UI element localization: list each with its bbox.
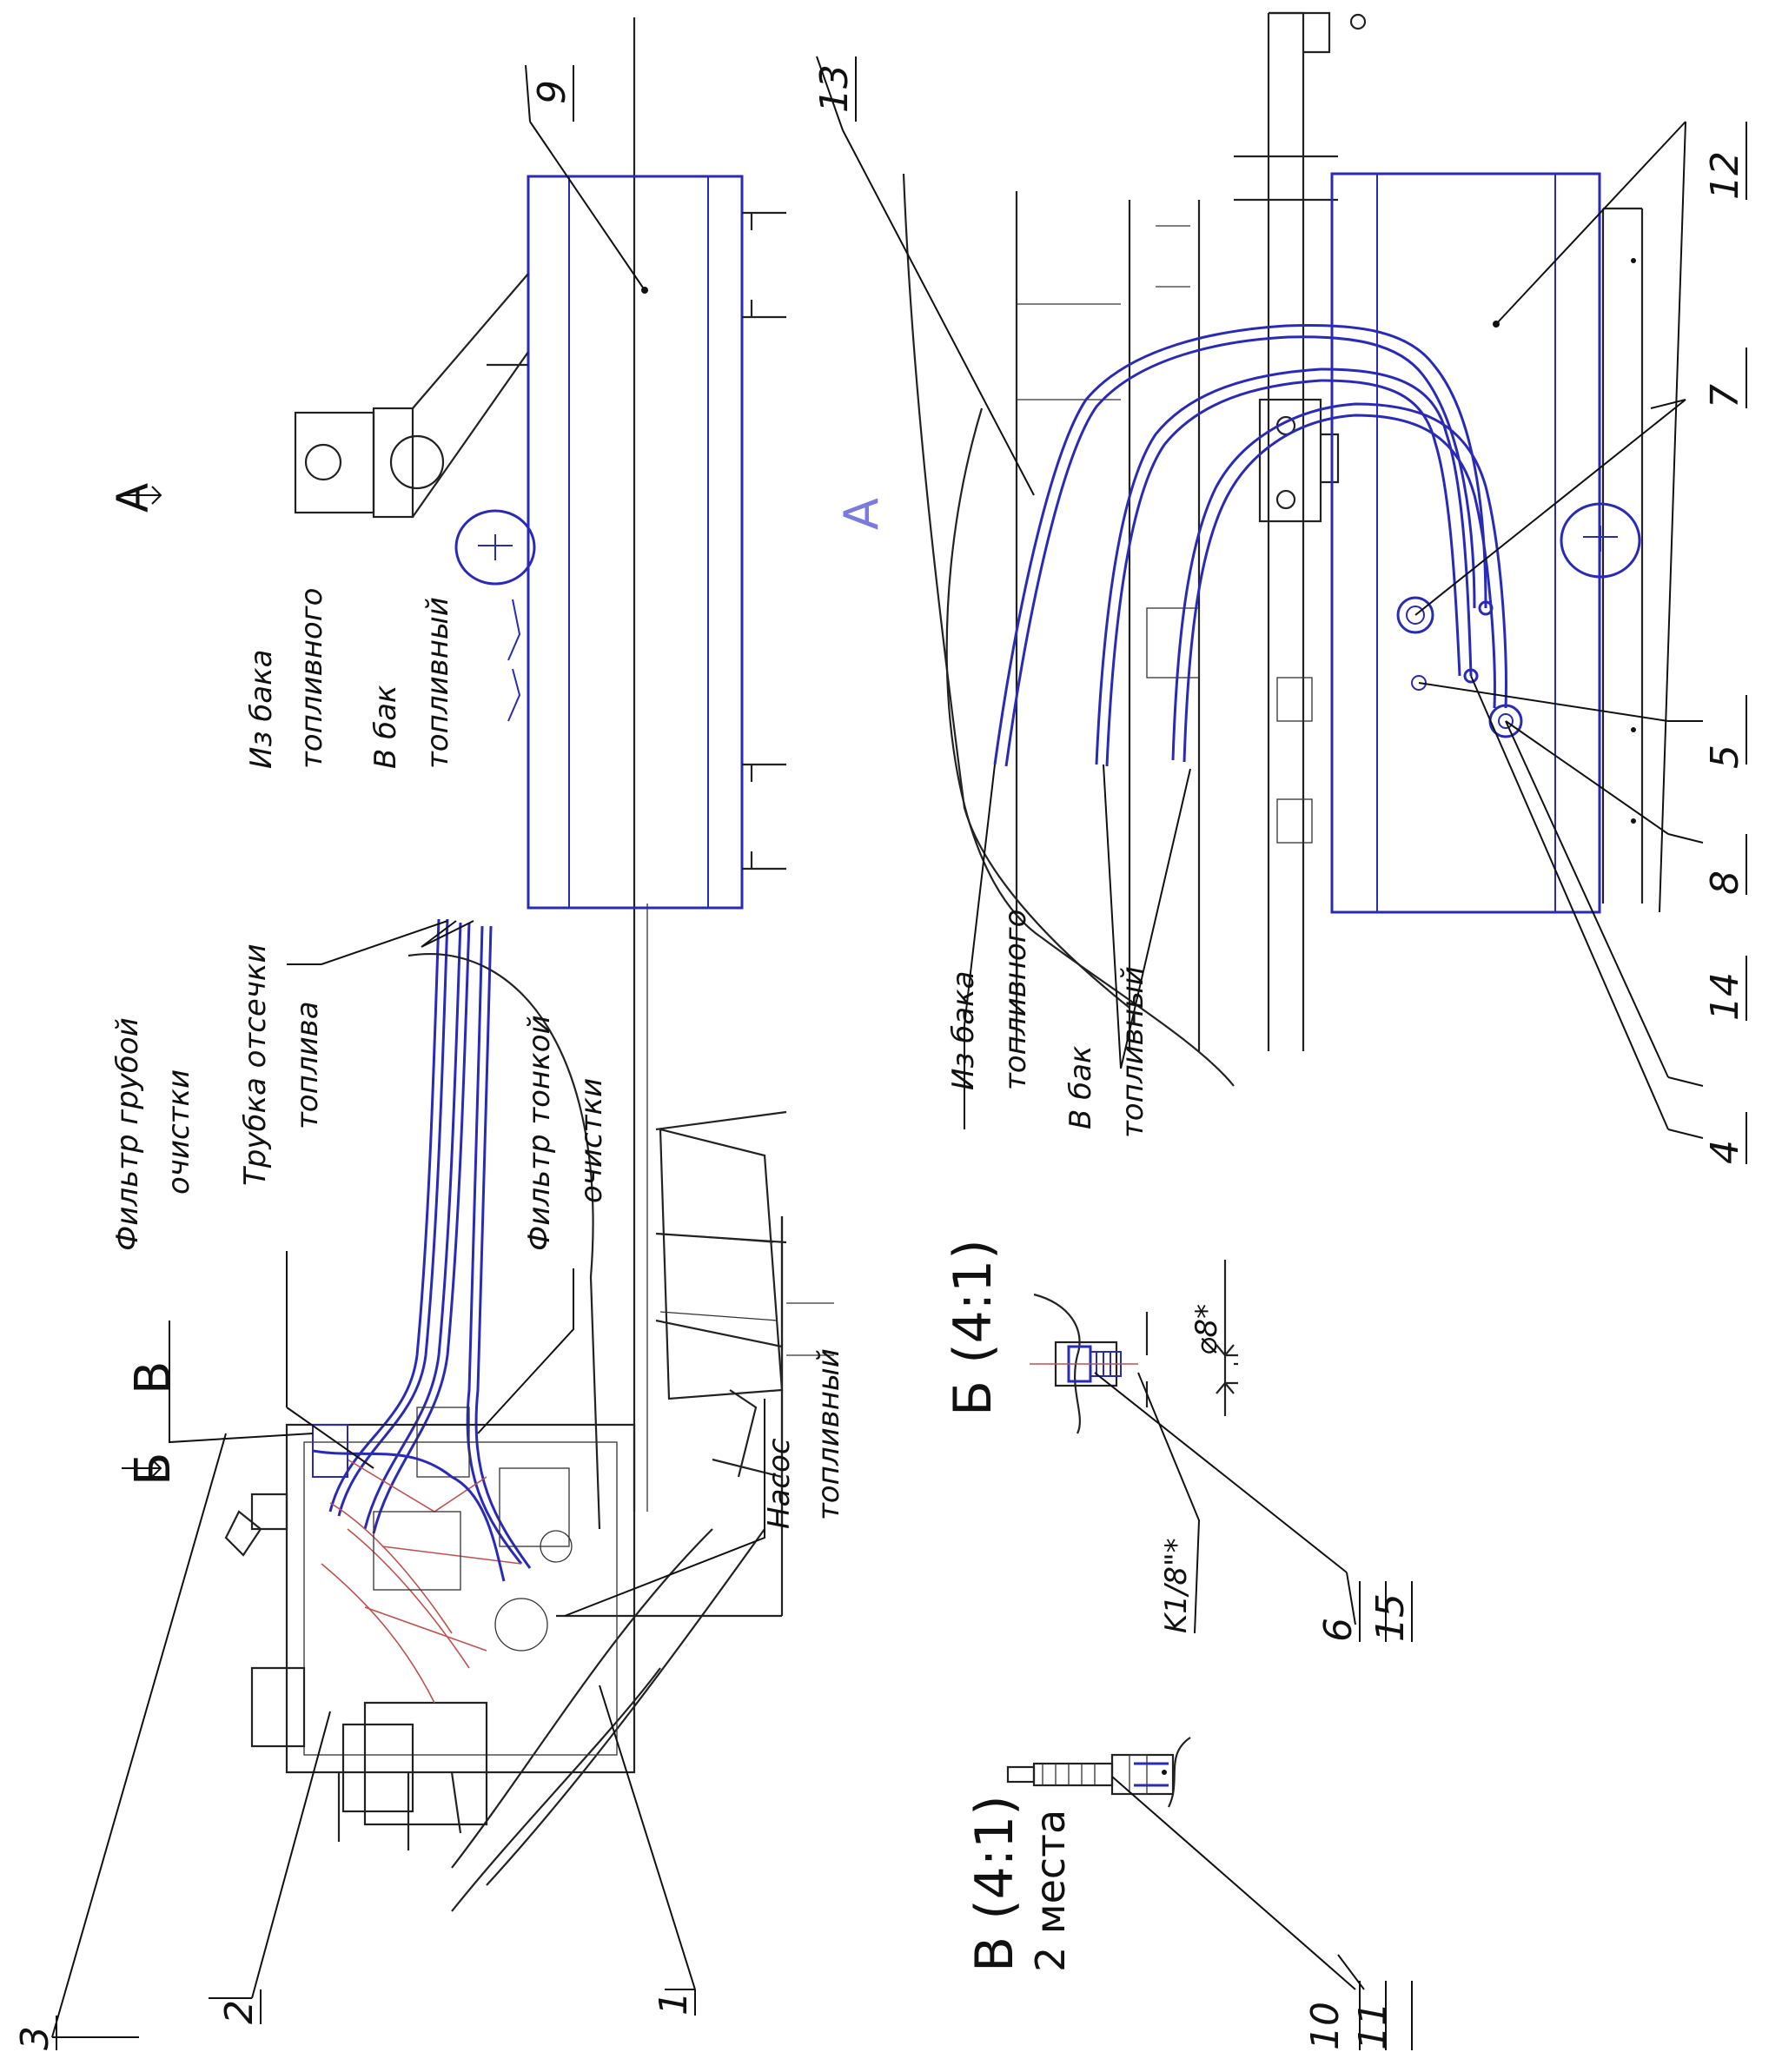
label-trubka-otsechki: Трубка отсечки топлива — [238, 943, 325, 1186]
pos-2: 2 — [217, 2000, 262, 2024]
label-nasos: Насос топливный — [762, 1348, 846, 1529]
label-v-bak-view-a: В бак топливный — [1063, 966, 1150, 1138]
pos-11: 11 — [1351, 2002, 1395, 2050]
svg-text:Из бака: Из бака — [946, 971, 981, 1091]
tank-mount — [294, 273, 536, 722]
detail-v-subtitle: 2 места — [1027, 1810, 1074, 1972]
label-v-bak: В бак топливный — [368, 597, 455, 769]
view-a-letter: А — [834, 498, 889, 530]
pos-13: 13 — [812, 64, 857, 113]
pos-1: 1 — [652, 1991, 696, 2016]
svg-text:Фильтр тонкой: Фильтр тонкой — [522, 1015, 557, 1251]
pos-7: 7 — [1703, 384, 1747, 408]
svg-text:очистки: очистки — [574, 1078, 609, 1203]
pos-5: 5 — [1703, 745, 1747, 769]
pos-12: 12 — [1703, 151, 1747, 200]
engine-assembly — [224, 1407, 636, 1850]
svg-text:топливный: топливный — [421, 597, 455, 769]
detail-b — [1030, 1260, 1238, 1434]
fuel-tank-12 — [1330, 172, 1641, 914]
pos-10: 10 — [1303, 2002, 1348, 2050]
pos-4: 4 — [1703, 1140, 1747, 1164]
leader-lines — [51, 56, 1704, 2038]
svg-text:топливного: топливного — [998, 910, 1033, 1090]
top-hoses — [328, 918, 532, 1569]
pos-3: 3 — [13, 2026, 57, 2050]
detail-b-title: Б (4:1) — [943, 1239, 1004, 1416]
svg-text:В бак: В бак — [368, 685, 403, 769]
position-underlines — [56, 56, 1747, 2050]
svg-text:топливного: топливного — [295, 588, 329, 769]
svg-text:топливный: топливный — [1116, 966, 1150, 1138]
view-arrow-a: А — [108, 483, 158, 513]
label-filtr-gruboy: Фильтр грубой очистки — [110, 1017, 196, 1251]
diameter-label: ⌀8* — [1189, 1304, 1224, 1355]
svg-text:Из бака: Из бака — [244, 650, 279, 770]
svg-text:Фильтр грубой: Фильтр грубой — [110, 1017, 145, 1251]
pos-6: 6 — [1316, 1618, 1361, 1642]
pos-15: 15 — [1368, 1593, 1413, 1642]
svg-text:топливный: топливный — [812, 1348, 846, 1520]
label-iz-baka: Из бака топливного — [244, 588, 329, 769]
svg-text:Трубка отсечки: Трубка отсечки — [238, 943, 273, 1186]
detail-v — [1006, 1737, 1191, 1808]
top-view-structure — [294, 17, 786, 1529]
view-arrow-v: В — [125, 1361, 182, 1394]
cabin-outline — [407, 953, 834, 1912]
thread-label: K1/8"* — [1159, 1538, 1194, 1633]
label-iz-baka-view-a: Из бака топливного — [946, 910, 1033, 1090]
fuel-tank-9 — [527, 175, 786, 910]
pos-9: 9 — [530, 80, 574, 104]
pos-14: 14 — [1703, 972, 1747, 1021]
view-arrow-b: Б — [125, 1453, 182, 1486]
pos-8: 8 — [1703, 871, 1747, 895]
struts — [655, 1110, 787, 1348]
svg-text:топлива: топлива — [290, 1001, 325, 1129]
label-filtr-tonkoy: Фильтр тонкой очистки — [522, 1015, 609, 1251]
detail-v-title: В (4:1) — [964, 1795, 1025, 1972]
view-a-hoses — [993, 323, 1507, 767]
svg-text:Насос: Насос — [762, 1438, 797, 1529]
svg-text:очистки: очистки — [162, 1069, 196, 1195]
svg-text:В бак: В бак — [1063, 1045, 1098, 1129]
